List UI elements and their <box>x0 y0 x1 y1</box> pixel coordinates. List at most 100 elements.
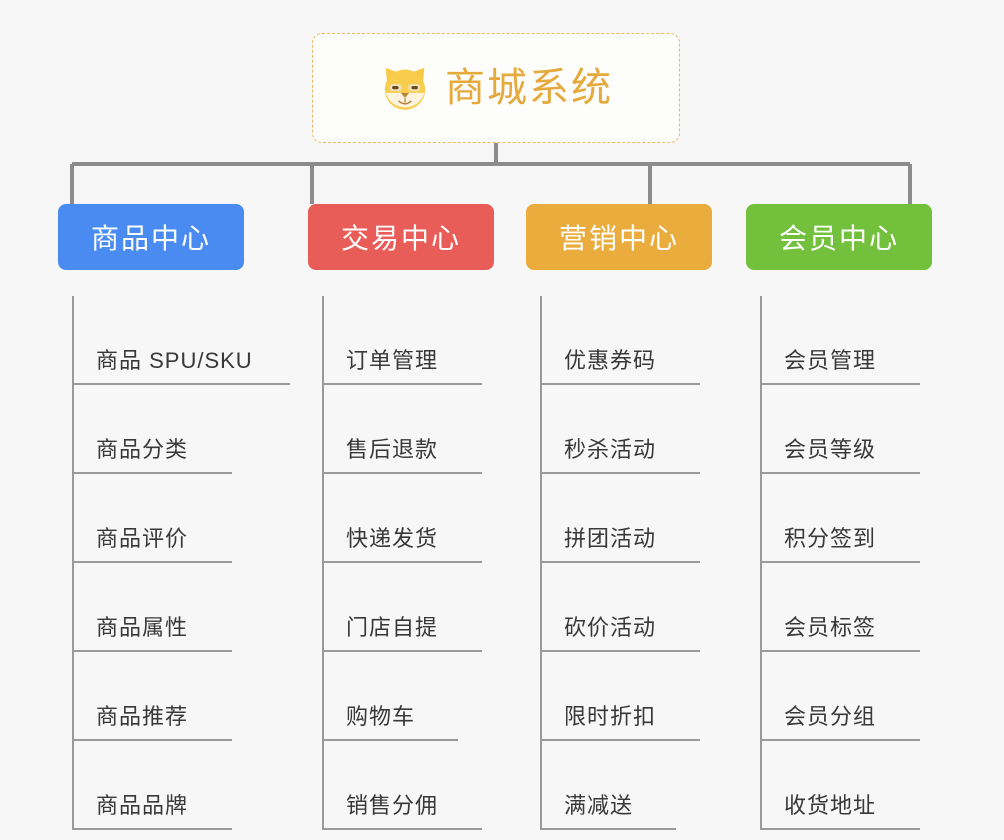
leaf-item[interactable]: 商品属性 <box>58 563 244 652</box>
leaf-label: 销售分佣 <box>346 793 439 818</box>
leaf-label: 商品品牌 <box>96 793 189 818</box>
leaf-spine <box>760 741 762 830</box>
leaf-list-3: 优惠券码 秒杀活动 拼团活动 砍价活动 限时折扣 <box>526 296 712 830</box>
root-node[interactable]: 商城系统 <box>312 33 680 143</box>
leaf-list-4: 会员管理 会员等级 积分签到 会员标签 会员分组 <box>746 296 932 830</box>
leaf-spine <box>322 296 324 385</box>
leaf-item[interactable]: 商品评价 <box>58 474 244 563</box>
leaf-underline <box>322 650 482 652</box>
leaf-spine <box>322 474 324 563</box>
shiba-dog-face-icon <box>379 63 431 113</box>
leaf-label: 商品分类 <box>96 437 189 462</box>
category-header-label-1: 商品中心 <box>90 223 211 254</box>
leaf-underline <box>540 828 676 830</box>
leaf-underline <box>322 828 482 830</box>
leaf-label: 收货地址 <box>784 793 877 818</box>
category-header-4[interactable]: 会员中心 <box>746 204 932 270</box>
leaf-underline <box>760 828 920 830</box>
leaf-item[interactable]: 满减送 <box>526 741 712 830</box>
branch-column-3: 营销中心 优惠券码 秒杀活动 拼团活动 砍价活动 <box>526 204 712 830</box>
leaf-underline <box>540 650 700 652</box>
category-header-1[interactable]: 商品中心 <box>58 204 244 270</box>
leaf-item[interactable]: 商品品牌 <box>58 741 244 830</box>
leaf-item[interactable]: 商品推荐 <box>58 652 244 741</box>
leaf-underline <box>72 650 232 652</box>
branch-column-1: 商品中心 商品 SPU/SKU 商品分类 商品评价 商品属性 <box>58 204 290 830</box>
leaf-spine <box>72 741 74 830</box>
leaf-spine <box>760 563 762 652</box>
leaf-underline <box>540 739 700 741</box>
leaf-spine <box>540 741 542 830</box>
category-header-label-3: 营销中心 <box>558 223 679 254</box>
leaf-underline <box>760 472 920 474</box>
leaf-underline <box>760 739 920 741</box>
branch-column-2: 交易中心 订单管理 售后退款 快递发货 门店自提 <box>308 204 494 830</box>
leaf-item[interactable]: 门店自提 <box>308 563 494 652</box>
leaf-list-2: 订单管理 售后退款 快递发货 门店自提 购物车 <box>308 296 494 830</box>
category-header-2[interactable]: 交易中心 <box>308 204 494 270</box>
leaf-spine <box>760 385 762 474</box>
leaf-label: 售后退款 <box>346 437 439 462</box>
leaf-item[interactable]: 优惠券码 <box>526 296 712 385</box>
leaf-spine <box>760 652 762 741</box>
leaf-label: 商品属性 <box>96 615 189 640</box>
leaf-item[interactable]: 商品分类 <box>58 385 244 474</box>
leaf-item[interactable]: 限时折扣 <box>526 652 712 741</box>
leaf-spine <box>322 652 324 741</box>
leaf-underline <box>72 561 232 563</box>
leaf-underline <box>72 828 232 830</box>
leaf-item[interactable]: 会员分组 <box>746 652 932 741</box>
leaf-underline <box>540 472 700 474</box>
leaf-label: 商品评价 <box>96 526 189 551</box>
leaf-label: 商品 SPU/SKU <box>96 348 253 373</box>
leaf-spine <box>760 296 762 385</box>
leaf-item[interactable]: 积分签到 <box>746 474 932 563</box>
leaf-label: 积分签到 <box>784 526 877 551</box>
leaf-item[interactable]: 会员标签 <box>746 563 932 652</box>
leaf-spine <box>540 296 542 385</box>
leaf-spine <box>72 652 74 741</box>
leaf-label: 快递发货 <box>346 526 439 551</box>
leaf-label: 砍价活动 <box>564 615 657 640</box>
leaf-underline <box>540 561 700 563</box>
leaf-item[interactable]: 销售分佣 <box>308 741 494 830</box>
leaf-spine <box>322 385 324 474</box>
leaf-label: 会员分组 <box>784 704 877 729</box>
leaf-underline <box>322 561 482 563</box>
leaf-underline <box>760 561 920 563</box>
leaf-spine <box>540 474 542 563</box>
leaf-item[interactable]: 收货地址 <box>746 741 932 830</box>
category-header-label-4: 会员中心 <box>778 223 899 254</box>
leaf-item[interactable]: 订单管理 <box>308 296 494 385</box>
leaf-spine <box>72 563 74 652</box>
leaf-item[interactable]: 秒杀活动 <box>526 385 712 474</box>
leaf-label: 订单管理 <box>346 348 439 373</box>
category-header-label-2: 交易中心 <box>340 223 461 254</box>
leaf-spine <box>72 474 74 563</box>
leaf-underline <box>760 383 920 385</box>
leaf-item[interactable]: 商品 SPU/SKU <box>58 296 290 385</box>
leaf-spine <box>322 563 324 652</box>
leaf-underline <box>72 472 232 474</box>
root-title: 商城系统 <box>445 66 613 110</box>
leaf-spine <box>540 652 542 741</box>
leaf-underline <box>760 650 920 652</box>
leaf-label: 优惠券码 <box>564 348 657 373</box>
leaf-spine <box>322 741 324 830</box>
leaf-underline <box>322 472 482 474</box>
leaf-item[interactable]: 会员管理 <box>746 296 932 385</box>
leaf-spine <box>540 563 542 652</box>
leaf-item[interactable]: 售后退款 <box>308 385 494 474</box>
leaf-underline <box>322 739 458 741</box>
leaf-item[interactable]: 购物车 <box>308 652 494 741</box>
leaf-item[interactable]: 快递发货 <box>308 474 494 563</box>
leaf-item[interactable]: 拼团活动 <box>526 474 712 563</box>
leaf-label: 限时折扣 <box>564 704 657 729</box>
category-header-3[interactable]: 营销中心 <box>526 204 712 270</box>
leaf-item[interactable]: 会员等级 <box>746 385 932 474</box>
leaf-label: 拼团活动 <box>564 526 657 551</box>
leaf-item[interactable]: 砍价活动 <box>526 563 712 652</box>
leaf-underline <box>322 383 482 385</box>
leaf-label: 会员管理 <box>784 348 877 373</box>
